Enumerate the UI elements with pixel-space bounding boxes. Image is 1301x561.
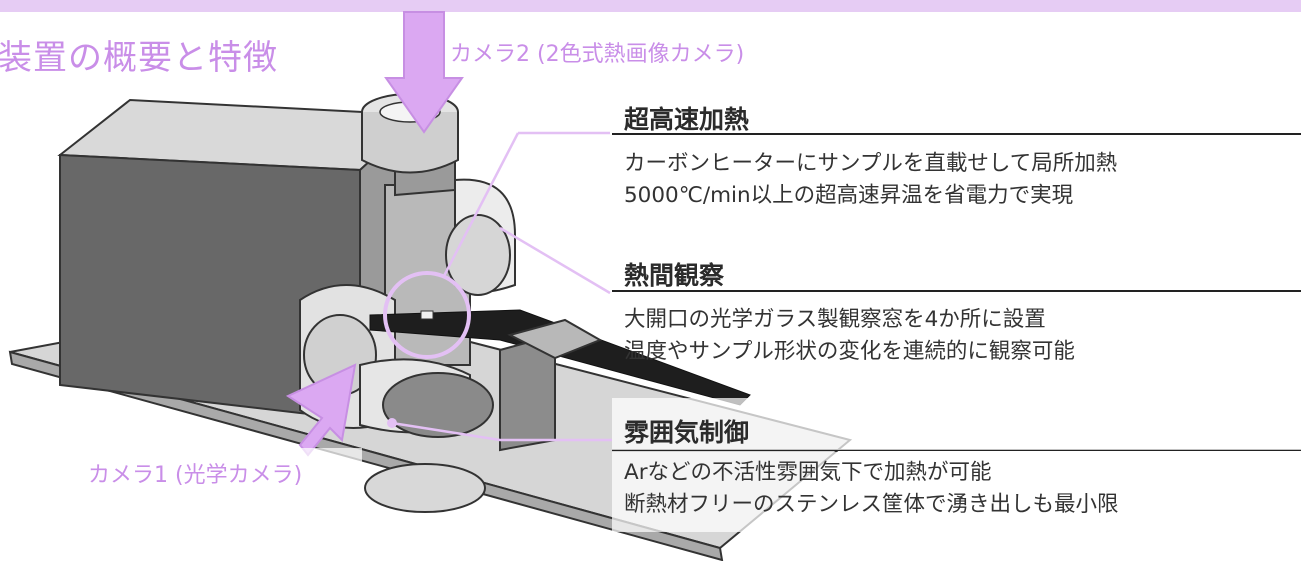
feature-atmosphere-line-1: Arなどの不活性雰囲気下で加熱が可能 <box>624 460 992 485</box>
feature-observation-title: 熱間観察 <box>624 261 725 290</box>
title-panel <box>0 24 318 76</box>
right-port-window <box>445 214 511 296</box>
magnifier-circle <box>383 271 471 359</box>
feature-heating-line-2: 5000℃/min以上の超高速昇温を省電力で実現 <box>624 183 1074 208</box>
feature-heating-title: 超高速加熱 <box>624 105 750 134</box>
feature-heating-line-1: カーボンヒーターにサンプルを直載せして局所加熱 <box>624 151 1118 176</box>
feature-heating-body: カーボンヒーターにサンプルを直載せして局所加熱 5000℃/min以上の超高速昇… <box>624 148 1117 212</box>
base-hole <box>382 372 494 438</box>
top-accent-band <box>0 0 1301 12</box>
camera2-label: カメラ2 (2色式熱画像カメラ) <box>450 42 745 67</box>
camera1-label-panel <box>72 448 362 490</box>
top-port-cylinder <box>361 112 459 174</box>
sample <box>420 310 434 320</box>
callout-line-2 <box>499 226 611 295</box>
feature-observation-line-1: 大開口の光学ガラス製観察窓を4か所に設置 <box>624 307 1046 332</box>
electrode-block-top <box>507 318 603 360</box>
callout-dot <box>387 418 397 428</box>
callout-line-3 <box>391 421 612 442</box>
feature-atmosphere-title: 雰囲気制御 <box>624 418 750 447</box>
camera2-arrow <box>384 11 464 134</box>
feature-atmosphere-body: Arなどの不活性雰囲気下で加熱が可能 断熱材フリーのステンレス筐体で湧き出しも最… <box>624 457 1119 521</box>
feature-observation-line-2: 温度やサンプル形状の変化を連続的に観察可能 <box>624 339 1075 364</box>
feature-observation-body: 大開口の光学ガラス製観察窓を4か所に設置 温度やサンプル形状の変化を連続的に観察… <box>624 304 1075 368</box>
callout-line-1 <box>442 132 520 277</box>
base-foot <box>364 463 486 513</box>
feature3-body-panel <box>612 452 1301 532</box>
feature-atmosphere-line-2: 断熱材フリーのステンレス筐体で湧き出しも最小限 <box>624 492 1119 517</box>
page-title: 装置の概要と特徴 <box>0 38 278 78</box>
feature3-title-panel <box>612 398 1301 450</box>
camera1-label: カメラ1 (光学カメラ) <box>88 463 303 488</box>
